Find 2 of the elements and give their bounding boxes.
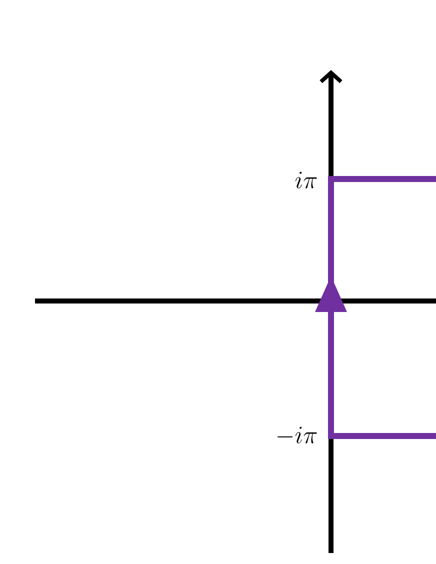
axis-label: $i\pi$ — [295, 172, 317, 188]
axis-label: $-i\pi$ — [278, 426, 317, 444]
